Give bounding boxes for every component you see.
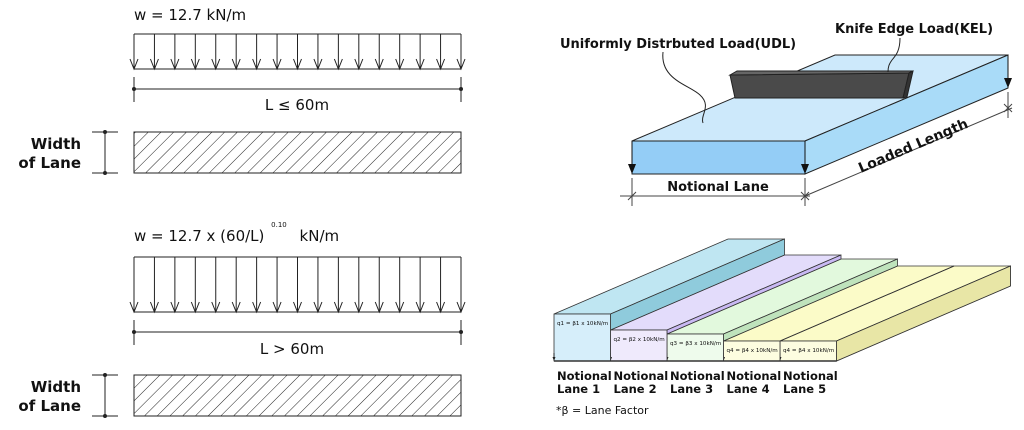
case2-span-label: L > 60m: [260, 340, 324, 358]
arrowhead-icon: [129, 301, 139, 314]
lane-front-face: [553, 313, 611, 362]
case2-group: w = 12.7 x (60/L) 0.10 kN/m L > 60m Widt…: [18, 213, 466, 418]
arrowhead-icon: [252, 301, 262, 314]
udl-kel-diagram: Notional Lane Loaded Length Uniformly Di…: [560, 22, 1013, 206]
notional-lane-label: Notional Lane: [667, 180, 769, 195]
arrowhead-icon: [190, 58, 200, 71]
arrowhead-icon: [333, 58, 343, 71]
lane-load-label: q3 = β3 x 10kN/m: [670, 341, 721, 347]
lane-load-label: q4 = β4 x 10kN/m: [783, 348, 834, 354]
lane-name-line1: Notional: [670, 369, 725, 383]
arrowhead-icon: [436, 301, 446, 314]
lane-factor-footnote: *β = Lane Factor: [556, 404, 649, 417]
case2-formula-base: w = 12.7 x (60/L): [134, 227, 264, 245]
arrowhead-icon: [149, 301, 159, 314]
lane-name-line2: Lane 1: [557, 382, 600, 396]
arrowhead-icon: [231, 58, 241, 71]
arrowhead-icon: [415, 301, 425, 314]
case2-span-dimension: [132, 320, 463, 345]
lane-side-face: [779, 265, 955, 342]
arrowhead-icon: [801, 164, 809, 174]
case1-width-label-line1: Width: [31, 135, 81, 153]
arrowhead-icon: [395, 58, 405, 71]
arrowhead-icon: [333, 301, 343, 314]
arrowhead-icon: [149, 58, 159, 71]
lane-name-line2: Lane 4: [727, 382, 770, 396]
lane-front-face: [610, 329, 668, 362]
arrowhead-icon: [354, 58, 364, 71]
case1-span-dimension: [132, 77, 463, 102]
kel-leader-line: [887, 37, 901, 73]
lane-front-face: [666, 333, 724, 362]
udl-label: Uniformly Distrbuted Load(UDL): [560, 37, 796, 52]
lane-name-line2: Lane 5: [783, 382, 826, 396]
case2-width-label-line1: Width: [31, 378, 81, 396]
case2-udl-arrows: [129, 256, 466, 314]
case1-udl-arrows: [129, 33, 466, 71]
arrowhead-icon: [374, 58, 384, 71]
arrowhead-icon: [374, 301, 384, 314]
case1-width-label-line2: of Lane: [18, 154, 81, 172]
case1-load-formula: w = 12.7 kN/m: [134, 6, 246, 24]
arrowhead-icon: [1004, 78, 1012, 88]
arrowhead-icon: [170, 301, 180, 314]
arrowhead-icon: [231, 301, 241, 314]
case2-lane-hatched: [133, 374, 462, 417]
case2-formula-exponent: 0.10: [271, 221, 287, 229]
udl-leader-line: [662, 51, 706, 124]
arrowhead-icon: [129, 58, 139, 71]
arrowhead-icon: [415, 58, 425, 71]
arrowhead-icon: [211, 58, 221, 71]
kel-bar-end: [902, 70, 914, 99]
arrowhead-icon: [456, 58, 466, 71]
arrowhead-icon: [628, 164, 636, 174]
case2-load-formula: w = 12.7 x (60/L) 0.10 kN/m: [134, 213, 339, 245]
arrowhead-icon: [170, 58, 180, 71]
arrowhead-icon: [190, 301, 200, 314]
slab-front-face: [631, 140, 806, 175]
lane-load-label: q1 = β1 x 10kN/m: [557, 321, 608, 327]
case2-width-dimension: [92, 373, 118, 418]
lane-load-label: q4 = β4 x 10kN/m: [727, 348, 778, 354]
arrowhead-icon: [293, 58, 302, 71]
kel-label: Knife Edge Load(KEL): [835, 22, 993, 37]
lane-name-line1: Notional: [614, 369, 669, 383]
arrowhead-icon: [211, 301, 221, 314]
case1-span-label: L ≤ 60m: [265, 96, 329, 114]
arrowhead-icon: [252, 58, 262, 71]
case1-width-dimension: [92, 130, 118, 175]
kel-bar-front: [729, 72, 910, 99]
arrowhead-icon: [313, 301, 323, 314]
case2-formula-unit: kN/m: [300, 227, 340, 245]
arrowhead-icon: [354, 301, 364, 314]
case1-lane-hatched: [133, 131, 462, 174]
loaded-length-dim-line: [804, 107, 1013, 197]
lane-name-line2: Lane 3: [670, 382, 713, 396]
arrowhead-icon: [436, 58, 446, 71]
arrowhead-icon: [395, 301, 405, 314]
lane-load-label: q2 = β2 x 10kN/m: [614, 337, 665, 343]
case1-group: w = 12.7 kN/m L ≤ 60m Width of Lane: [18, 6, 466, 175]
arrowhead-icon: [272, 58, 282, 71]
arrowhead-icon: [272, 301, 282, 314]
lane-name-line1: Notional: [727, 369, 782, 383]
arrowhead-icon: [552, 357, 556, 361]
case2-width-label-line2: of Lane: [18, 397, 81, 415]
lane-name-line1: Notional: [557, 369, 612, 383]
lane-name-line1: Notional: [783, 369, 838, 383]
arrowhead-icon: [293, 301, 302, 314]
arrowhead-icon: [313, 58, 323, 71]
arrowhead-icon: [456, 301, 466, 314]
lane5-end-face: [836, 265, 1011, 362]
lane-name-line2: Lane 2: [614, 382, 657, 396]
